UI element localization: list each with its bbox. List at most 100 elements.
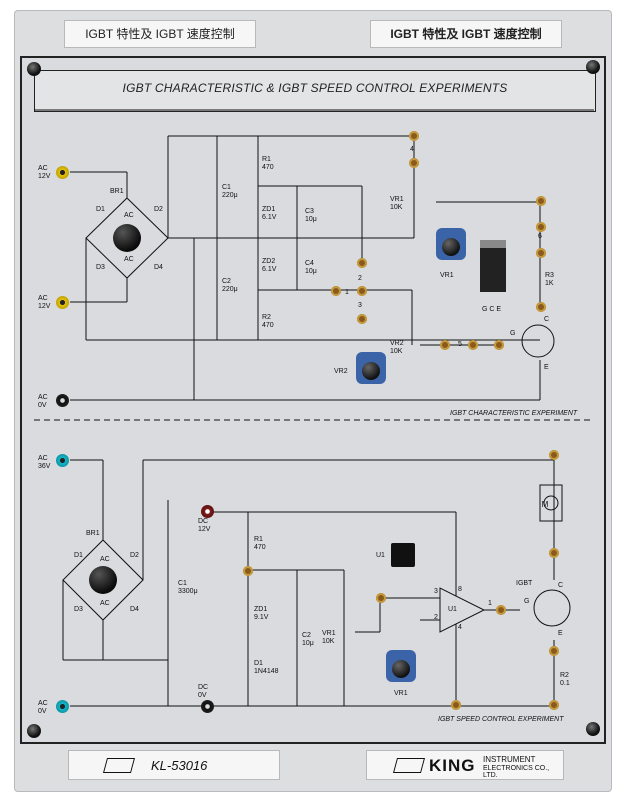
br1-lower-label: BR1 [86, 530, 100, 537]
gce-label: G C E [482, 306, 502, 313]
test-point-r1[interactable] [243, 566, 253, 576]
brand-line2: ELECTRONICS CO., LTD. [483, 765, 550, 779]
bridge-rectifier-lower [89, 566, 117, 594]
node-1-label: 1 [345, 289, 349, 296]
test-point-5a[interactable] [440, 340, 450, 350]
r1-label: R1 470 [262, 156, 274, 171]
lower-section-label: IGBT SPEED CONTROL EXPERIMENT [438, 716, 564, 723]
c1-lower-label: C1 3300μ [178, 580, 198, 595]
d1-label: D1 [96, 206, 105, 213]
kl-logo-icon [102, 758, 136, 773]
test-point-u1-gnd[interactable] [451, 700, 461, 710]
u1-amp-label: U1 [448, 606, 457, 613]
jack-ac0[interactable] [56, 394, 69, 407]
igbt-lower-label: IGBT [516, 580, 533, 587]
node-3-label: 3 [358, 302, 362, 309]
d2-label: D2 [154, 206, 163, 213]
d3-lower-label: D3 [74, 606, 83, 613]
test-point-5c[interactable] [494, 340, 504, 350]
test-point-6b[interactable] [536, 222, 546, 232]
br1-label: BR1 [110, 188, 124, 195]
r2-lower-label: R2 0.1 [560, 672, 570, 687]
jack-ac12-top[interactable] [56, 166, 69, 179]
dc0-label: DC 0V [198, 684, 209, 699]
r3-label: R3 1K [545, 272, 554, 287]
pin3-label: 3 [434, 588, 438, 595]
pin8-label: 8 [458, 586, 462, 593]
test-point-u1-in[interactable] [376, 593, 386, 603]
igbt-g-lower-label: G [524, 598, 530, 605]
brand-line1: INSTRUMENT [483, 755, 536, 764]
test-point-5b[interactable] [468, 340, 478, 350]
test-point-3[interactable] [357, 314, 367, 324]
ac12-mid-label: AC 12V [38, 295, 51, 310]
node-6-label: 6 [538, 233, 542, 240]
jack-dc0[interactable] [201, 700, 214, 713]
d2-lower-label: D2 [130, 552, 139, 559]
c4-label: C4 10μ [305, 260, 317, 275]
vr1-knob-label: VR1 [440, 272, 454, 279]
test-point-motor-bottom[interactable] [549, 548, 559, 558]
vr1-label: VR1 10K [390, 196, 404, 211]
d3-label: D3 [96, 264, 105, 271]
test-point-u1-out[interactable] [496, 605, 506, 615]
ac-b-label: AC [124, 256, 134, 263]
vr1-lower-knob-label: VR1 [394, 690, 408, 697]
test-point-emitter[interactable] [549, 646, 559, 656]
igbt-transistor-package [480, 240, 506, 292]
upper-section-label: IGBT CHARACTERISTIC EXPERIMENT [450, 410, 578, 417]
jack-ac36[interactable] [56, 454, 69, 467]
d1-lower-label: D1 [74, 552, 83, 559]
screw-icon [27, 62, 41, 76]
module-title: IGBT CHARACTERISTIC & IGBT SPEED CONTROL… [122, 81, 508, 95]
title-bar: IGBT CHARACTERISTIC & IGBT SPEED CONTROL… [34, 70, 596, 112]
test-point-1a[interactable] [331, 286, 341, 296]
top-label-left: IGBT 特性及 IGBT 速度控制 [64, 20, 256, 48]
node-4-label: 4 [410, 146, 414, 153]
jack-ac12-mid[interactable] [56, 296, 69, 309]
ac-a-lower-label: AC [100, 556, 110, 563]
zd1-lower-label: ZD1 9.1V [254, 606, 269, 621]
brand-name: KING [429, 756, 476, 775]
test-point-6c[interactable] [536, 248, 546, 258]
test-point-motor-top[interactable] [549, 450, 559, 460]
vr2-label: VR2 10K [390, 340, 404, 355]
vr1-lower-label: VR1 10K [322, 630, 336, 645]
node-2-label: 2 [358, 275, 362, 282]
screw-icon [586, 60, 600, 74]
top-label-right: IGBT 特性及 IGBT 速度控制 [370, 20, 562, 48]
jack-dc12[interactable] [201, 505, 214, 518]
r1-lower-label: R1 470 [254, 536, 266, 551]
jack-ac0-lower[interactable] [56, 700, 69, 713]
d4-lower-label: D4 [130, 606, 139, 613]
igbt-c-lower-label: C [558, 582, 564, 589]
c2-lower-label: C2 10μ [302, 632, 314, 647]
ac36-label: AC 36V [38, 455, 51, 470]
footer-brand-plate: KING INSTRUMENT ELECTRONICS CO., LTD. [366, 750, 564, 780]
vr2-knob-label: VR2 [334, 368, 348, 375]
vr2-potentiometer-knob[interactable] [356, 352, 386, 384]
vr1-lower-potentiometer-knob[interactable] [386, 650, 416, 682]
screw-icon [27, 724, 41, 738]
test-point-collector[interactable] [536, 302, 546, 312]
u1-ic-chip [391, 543, 415, 567]
dc12-label: DC 12V [198, 518, 211, 533]
c2-label: C2 220μ [222, 278, 238, 293]
c1-label: C1 220μ [222, 184, 238, 199]
pin4-label: 4 [458, 624, 462, 631]
test-point-r2-gnd[interactable] [549, 700, 559, 710]
ac-a-label: AC [124, 212, 134, 219]
ac12-top-label: AC 12V [38, 165, 51, 180]
ac-b-lower-label: AC [100, 600, 110, 607]
test-point-6a[interactable] [536, 196, 546, 206]
r2-label: R2 470 [262, 314, 274, 329]
motor-symbol: M [542, 500, 549, 509]
vr1-potentiometer-knob[interactable] [436, 228, 466, 260]
zd2-label: ZD2 6.1V [262, 258, 277, 273]
test-point-4a[interactable] [409, 131, 419, 141]
test-point-1b[interactable] [357, 286, 367, 296]
pin2-label: 2 [434, 614, 438, 621]
node-5-label: 5 [458, 341, 462, 348]
test-point-4b[interactable] [409, 158, 419, 168]
test-point-2[interactable] [357, 258, 367, 268]
